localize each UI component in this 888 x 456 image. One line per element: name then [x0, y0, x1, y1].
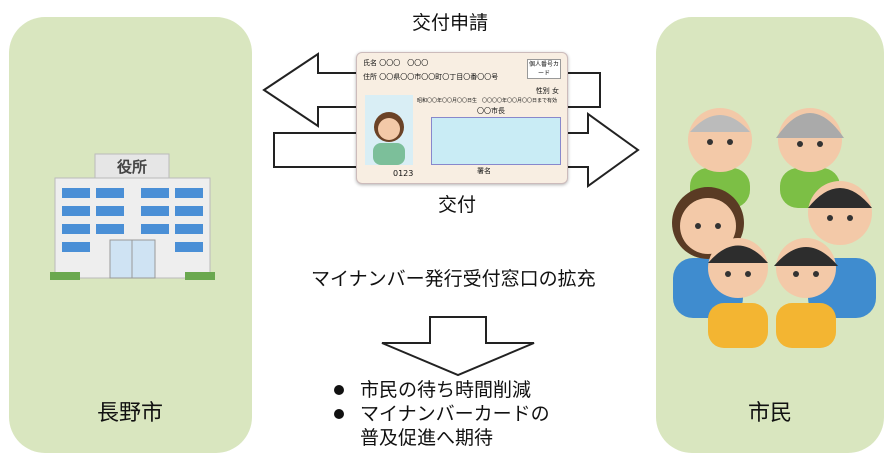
card-portrait-icon: [365, 95, 413, 165]
card-name-row: 氏名 〇〇〇 〇〇〇: [363, 59, 429, 67]
card-badge: 個人番号カード: [527, 59, 561, 79]
building-sign-text: 役所: [117, 158, 147, 176]
card-number: 0123: [393, 169, 414, 178]
card-birth-row: 昭和〇〇年〇〇月〇〇日生 〇〇〇〇年〇〇月〇〇日まで有効: [417, 98, 558, 104]
benefit-item: 市民の待ち時間削減: [330, 378, 550, 402]
down-arrow: [381, 316, 535, 377]
my-number-card: 氏名 〇〇〇 〇〇〇 住所 〇〇県〇〇市〇〇町〇丁目〇番〇〇号 個人番号カード …: [356, 52, 568, 184]
expansion-text: マイナンバー発行受付窓口の拡充: [311, 268, 596, 290]
nagano-city-label: 長野市: [96, 401, 163, 426]
apply-label: 交付申請: [412, 12, 489, 34]
benefit-item: マイナンバーカードの: [330, 402, 550, 426]
city-office-building-icon: 役所: [50, 153, 215, 280]
card-sex-row: 性別 女: [535, 87, 559, 95]
card-address-row: 住所 〇〇県〇〇市〇〇町〇丁目〇番〇〇号: [363, 73, 499, 81]
card-info-box: [431, 117, 561, 165]
card-city-row: 〇〇市長: [477, 107, 505, 115]
citizens-group-icon: [672, 108, 876, 348]
card-signature-label: 署名: [477, 167, 491, 175]
benefits-list: 市民の待ち時間削減 マイナンバーカードの 普及促進へ期待: [330, 378, 550, 450]
citizens-label: 市民: [747, 401, 792, 426]
issue-label: 交付: [438, 194, 477, 216]
benefit-item-continuation: 普及促進へ期待: [360, 427, 494, 449]
